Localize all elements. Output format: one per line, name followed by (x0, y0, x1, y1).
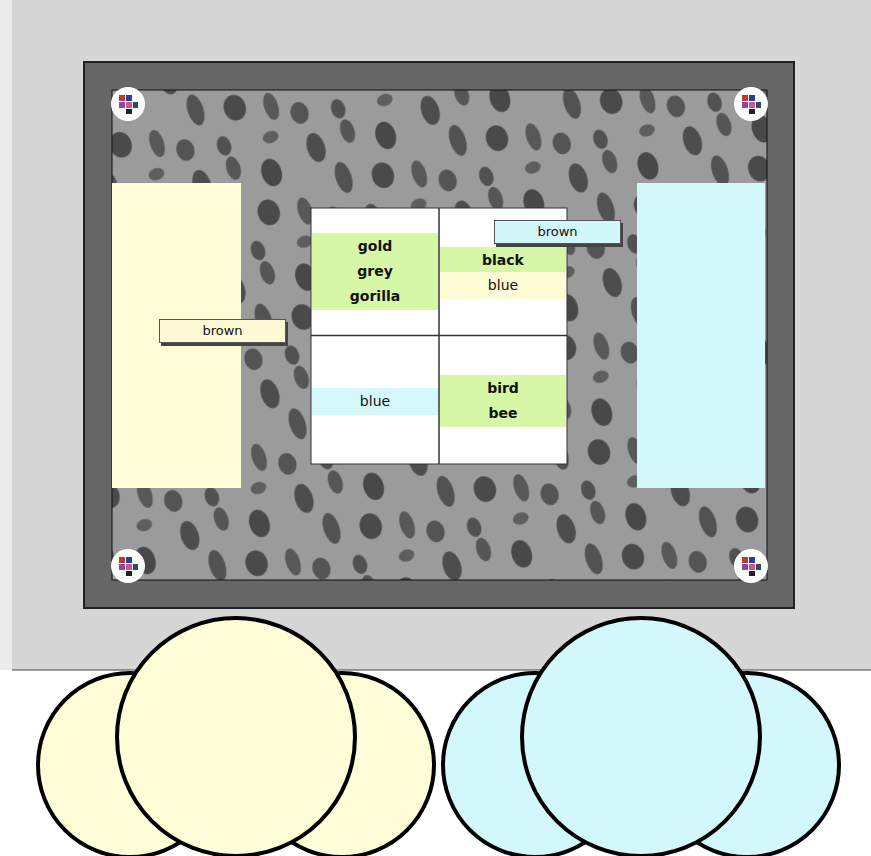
word-label: blue (360, 389, 390, 414)
tag-label: brown (202, 320, 242, 342)
word-band: blue (440, 272, 566, 299)
word-label: grey (357, 259, 393, 284)
drag-tag: brown (159, 319, 286, 343)
word-band: goldgreygorilla (312, 233, 438, 310)
word-band: blue (312, 388, 438, 415)
word-label: bee (488, 401, 517, 426)
word-label: gold (358, 234, 392, 259)
drag-tag: brown (494, 220, 621, 244)
word-label: black (482, 248, 524, 273)
tag-label: brown (537, 221, 577, 243)
word-label: blue (488, 273, 518, 298)
word-label: bird (487, 376, 519, 401)
word-band: birdbee (440, 375, 566, 427)
word-label: gorilla (350, 284, 400, 309)
word-band: black (440, 247, 566, 274)
